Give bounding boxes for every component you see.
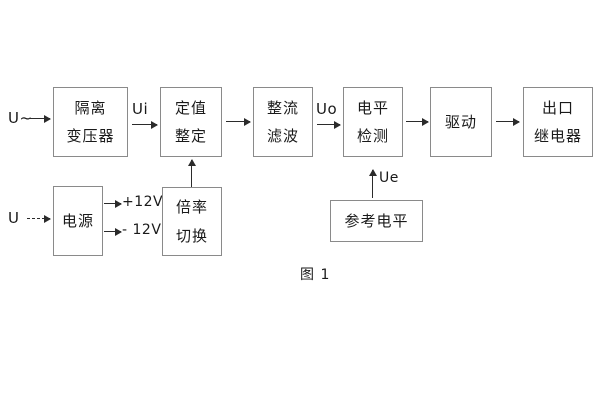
block-reference-level-line1: 参考电平: [344, 211, 409, 230]
arrow-setting-value-to-rectify-filter: [226, 117, 251, 126]
block-level-detection-line2: 检测: [356, 127, 389, 145]
block-level-detection-line1: 电平: [356, 98, 389, 117]
block-output-relay-line2: 继电器: [533, 127, 582, 145]
arrow-power-supply-positive: [104, 199, 122, 208]
arrow-ratio-switch-to-setting-value: [187, 159, 196, 187]
block-isolation-transformer-line2: 变压器: [66, 127, 115, 145]
arrow-rectify-filter-to-level-detection: [317, 120, 341, 129]
arrow-power-supply-negative: [104, 227, 122, 236]
block-drive-line1: 驱动: [444, 112, 477, 131]
ac-input-label: U~: [8, 109, 33, 127]
block-output-relay: 出口 继电器: [523, 87, 593, 157]
block-power-supply-line1: 电源: [61, 211, 94, 230]
dc-input-label: U: [8, 209, 20, 227]
block-rectify-filter: 整流 滤波: [253, 87, 313, 157]
figure-caption: 图 1: [300, 267, 331, 283]
arrow-level-detection-to-drive: [406, 117, 429, 126]
arrow-ac-input-to-isolation-transformer: [30, 114, 51, 123]
block-isolation-transformer: 隔离 变压器: [53, 87, 128, 157]
block-rectify-filter-line1: 整流: [266, 98, 299, 117]
arrow-dc-input-to-power-supply: [27, 214, 51, 223]
block-setting-value: 定值 整定: [160, 87, 222, 157]
block-isolation-transformer-line1: 隔离: [74, 98, 107, 117]
block-setting-value-line2: 整定: [174, 127, 207, 145]
block-level-detection: 电平 检测: [343, 87, 403, 157]
block-drive: 驱动: [430, 87, 492, 157]
block-ratio-switch: 倍率 切换: [162, 187, 222, 256]
supply-positive-label: +12V: [122, 194, 164, 210]
ue-signal-label: Ue: [379, 170, 399, 186]
block-power-supply: 电源: [53, 186, 103, 256]
block-ratio-switch-line1: 倍率: [175, 198, 208, 216]
block-output-relay-line1: 出口: [541, 98, 574, 117]
supply-negative-label: - 12V: [122, 222, 162, 238]
uo-signal-label: Uo: [316, 100, 338, 118]
block-setting-value-line1: 定值: [174, 98, 207, 117]
block-rectify-filter-line2: 滤波: [266, 127, 299, 145]
ui-signal-label: Ui: [132, 100, 149, 118]
arrow-reference-level-to-level-detection: [368, 169, 377, 198]
block-reference-level: 参考电平: [330, 200, 423, 242]
block-ratio-switch-line2: 切换: [175, 226, 208, 245]
arrow-isolation-transformer-to-setting-value: [132, 120, 158, 129]
arrow-drive-to-output-relay: [496, 117, 520, 126]
